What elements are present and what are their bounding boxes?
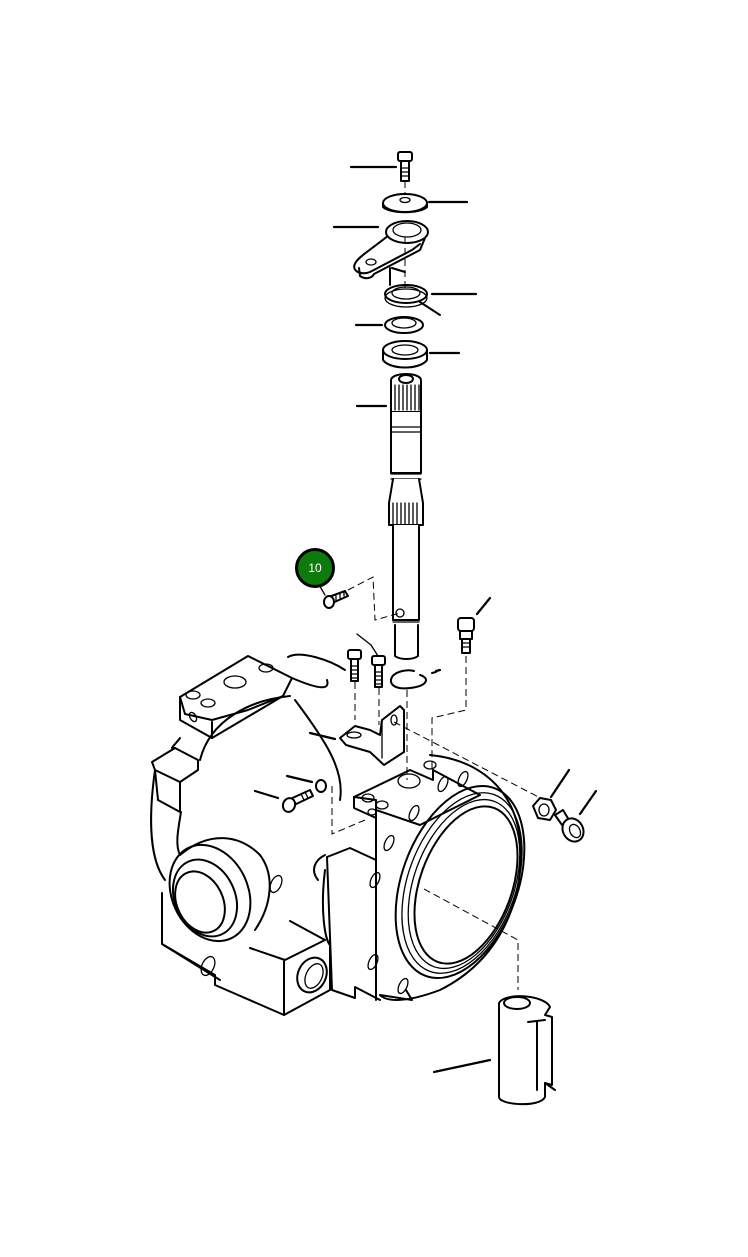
spring-ring[interactable] (384, 267, 441, 316)
grease-fitting[interactable] (457, 617, 475, 654)
bearing[interactable] (382, 340, 428, 369)
flat-washer[interactable] (382, 193, 428, 214)
side-bolt[interactable] (281, 789, 314, 814)
bracket-bolts[interactable] (347, 633, 386, 688)
o-ring[interactable] (315, 779, 327, 793)
nut-and-plug[interactable] (532, 797, 588, 845)
axle-housing[interactable] (150, 653, 549, 1016)
bushing[interactable] (498, 995, 556, 1106)
steering-arm[interactable] (353, 220, 429, 280)
retaining-ring[interactable] (384, 316, 424, 334)
bolt-10[interactable] (323, 590, 349, 609)
callout-10[interactable]: 10 (295, 548, 335, 588)
sensor-bracket[interactable] (339, 705, 405, 766)
splined-shaft[interactable] (388, 373, 424, 660)
snap-ring[interactable] (390, 669, 437, 690)
top-bolt[interactable] (397, 151, 413, 182)
callout-10-label: 10 (308, 561, 322, 575)
leader-lines (253, 165, 598, 1074)
